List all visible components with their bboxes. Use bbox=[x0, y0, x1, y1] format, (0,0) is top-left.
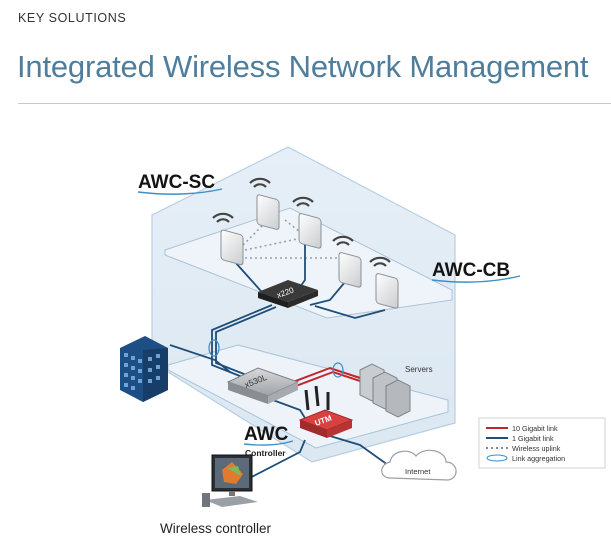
controller-label: Controller bbox=[245, 448, 286, 458]
legend-label: Link aggregation bbox=[512, 454, 565, 463]
internet-cloud-icon bbox=[381, 449, 457, 481]
internet-label: Internet bbox=[405, 467, 431, 476]
legend-label: 10 Gigabit link bbox=[512, 424, 558, 433]
title-divider bbox=[18, 103, 611, 104]
legend-label: Wireless uplink bbox=[512, 444, 561, 453]
section-kicker: KEY SOLUTIONS bbox=[18, 11, 127, 25]
awc-cb-underline bbox=[431, 275, 521, 283]
access-point-icon bbox=[292, 196, 322, 249]
diagram-caption: Wireless controller bbox=[160, 521, 272, 536]
access-point-icon bbox=[332, 235, 362, 288]
access-point-icon bbox=[212, 212, 244, 266]
edge-switch: x220 bbox=[258, 280, 318, 308]
awc-underline bbox=[243, 440, 294, 446]
awc-cb-label: AWC-CB bbox=[432, 260, 510, 281]
servers-label: Servers bbox=[405, 365, 433, 374]
link-aggregation-marker bbox=[332, 362, 344, 378]
page-title: Integrated Wireless Network Management bbox=[17, 49, 589, 84]
awc-sc-label: AWC-SC bbox=[138, 172, 215, 193]
server-rack-icon bbox=[359, 363, 411, 418]
access-point-icon bbox=[249, 177, 280, 230]
legend: 10 Gigabit link 1 Gigabit link Wireless … bbox=[478, 417, 606, 469]
link-aggregation-marker bbox=[208, 339, 220, 357]
utm-firewall: UTM bbox=[298, 385, 354, 438]
awc-label: AWC bbox=[244, 424, 289, 445]
office-building-icon bbox=[120, 336, 168, 402]
legend-swatch-aggregation bbox=[486, 454, 508, 462]
controller-computer-icon bbox=[202, 454, 258, 507]
awc-sc-underline bbox=[137, 188, 223, 195]
legend-label: 1 Gigabit link bbox=[512, 434, 554, 443]
core-switch: x530L bbox=[226, 367, 300, 404]
access-point-icon bbox=[369, 256, 399, 309]
